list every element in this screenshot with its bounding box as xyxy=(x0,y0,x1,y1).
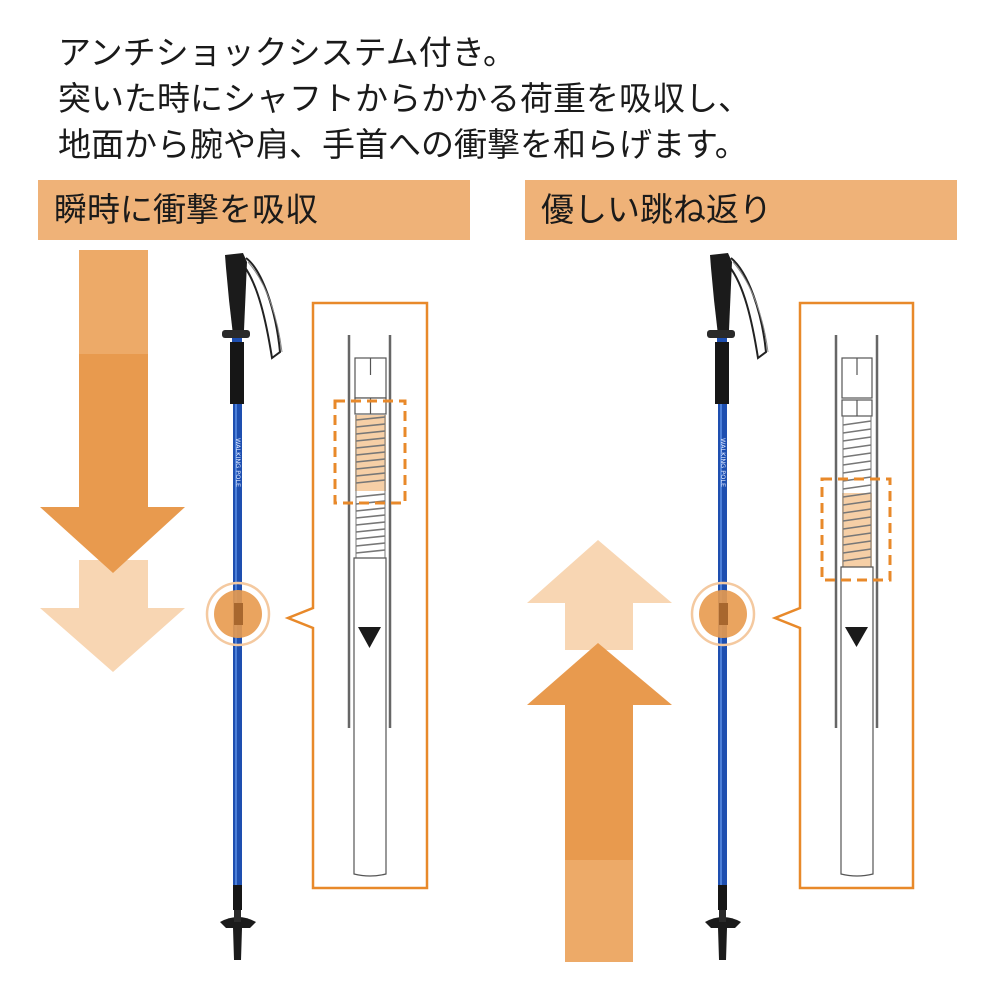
walking-pole-left: WALKING POLE xyxy=(205,253,283,960)
pole-label: WALKING POLE xyxy=(234,438,242,487)
intro-line-1: アンチショックシステム付き。 xyxy=(58,33,517,72)
callout-rebound xyxy=(771,301,915,890)
walking-pole-right: WALKING POLE xyxy=(690,253,769,960)
intro-line-3: 地面から腕や肩、手首への衝撃を和らげます。 xyxy=(58,125,748,164)
spring-icon xyxy=(842,420,872,562)
panel-title-rebound: 優しい跳ね返り xyxy=(525,180,957,240)
intro-text: アンチショックシステム付き。 突いた時にシャフトからかかる荷重を吸収し、 地面か… xyxy=(58,30,751,168)
callout-absorb xyxy=(284,301,429,890)
panel-title-absorb: 瞬時に衝撃を吸収 xyxy=(38,180,470,240)
down-triangle-icon xyxy=(358,627,381,648)
intro-line-2: 突いた時にシャフトからかかる荷重を吸収し、 xyxy=(58,79,751,118)
down-arrow-icon xyxy=(40,250,185,672)
up-arrow-icon xyxy=(527,540,672,962)
down-triangle-icon xyxy=(845,627,868,647)
pole-label: WALKING POLE xyxy=(719,438,727,487)
